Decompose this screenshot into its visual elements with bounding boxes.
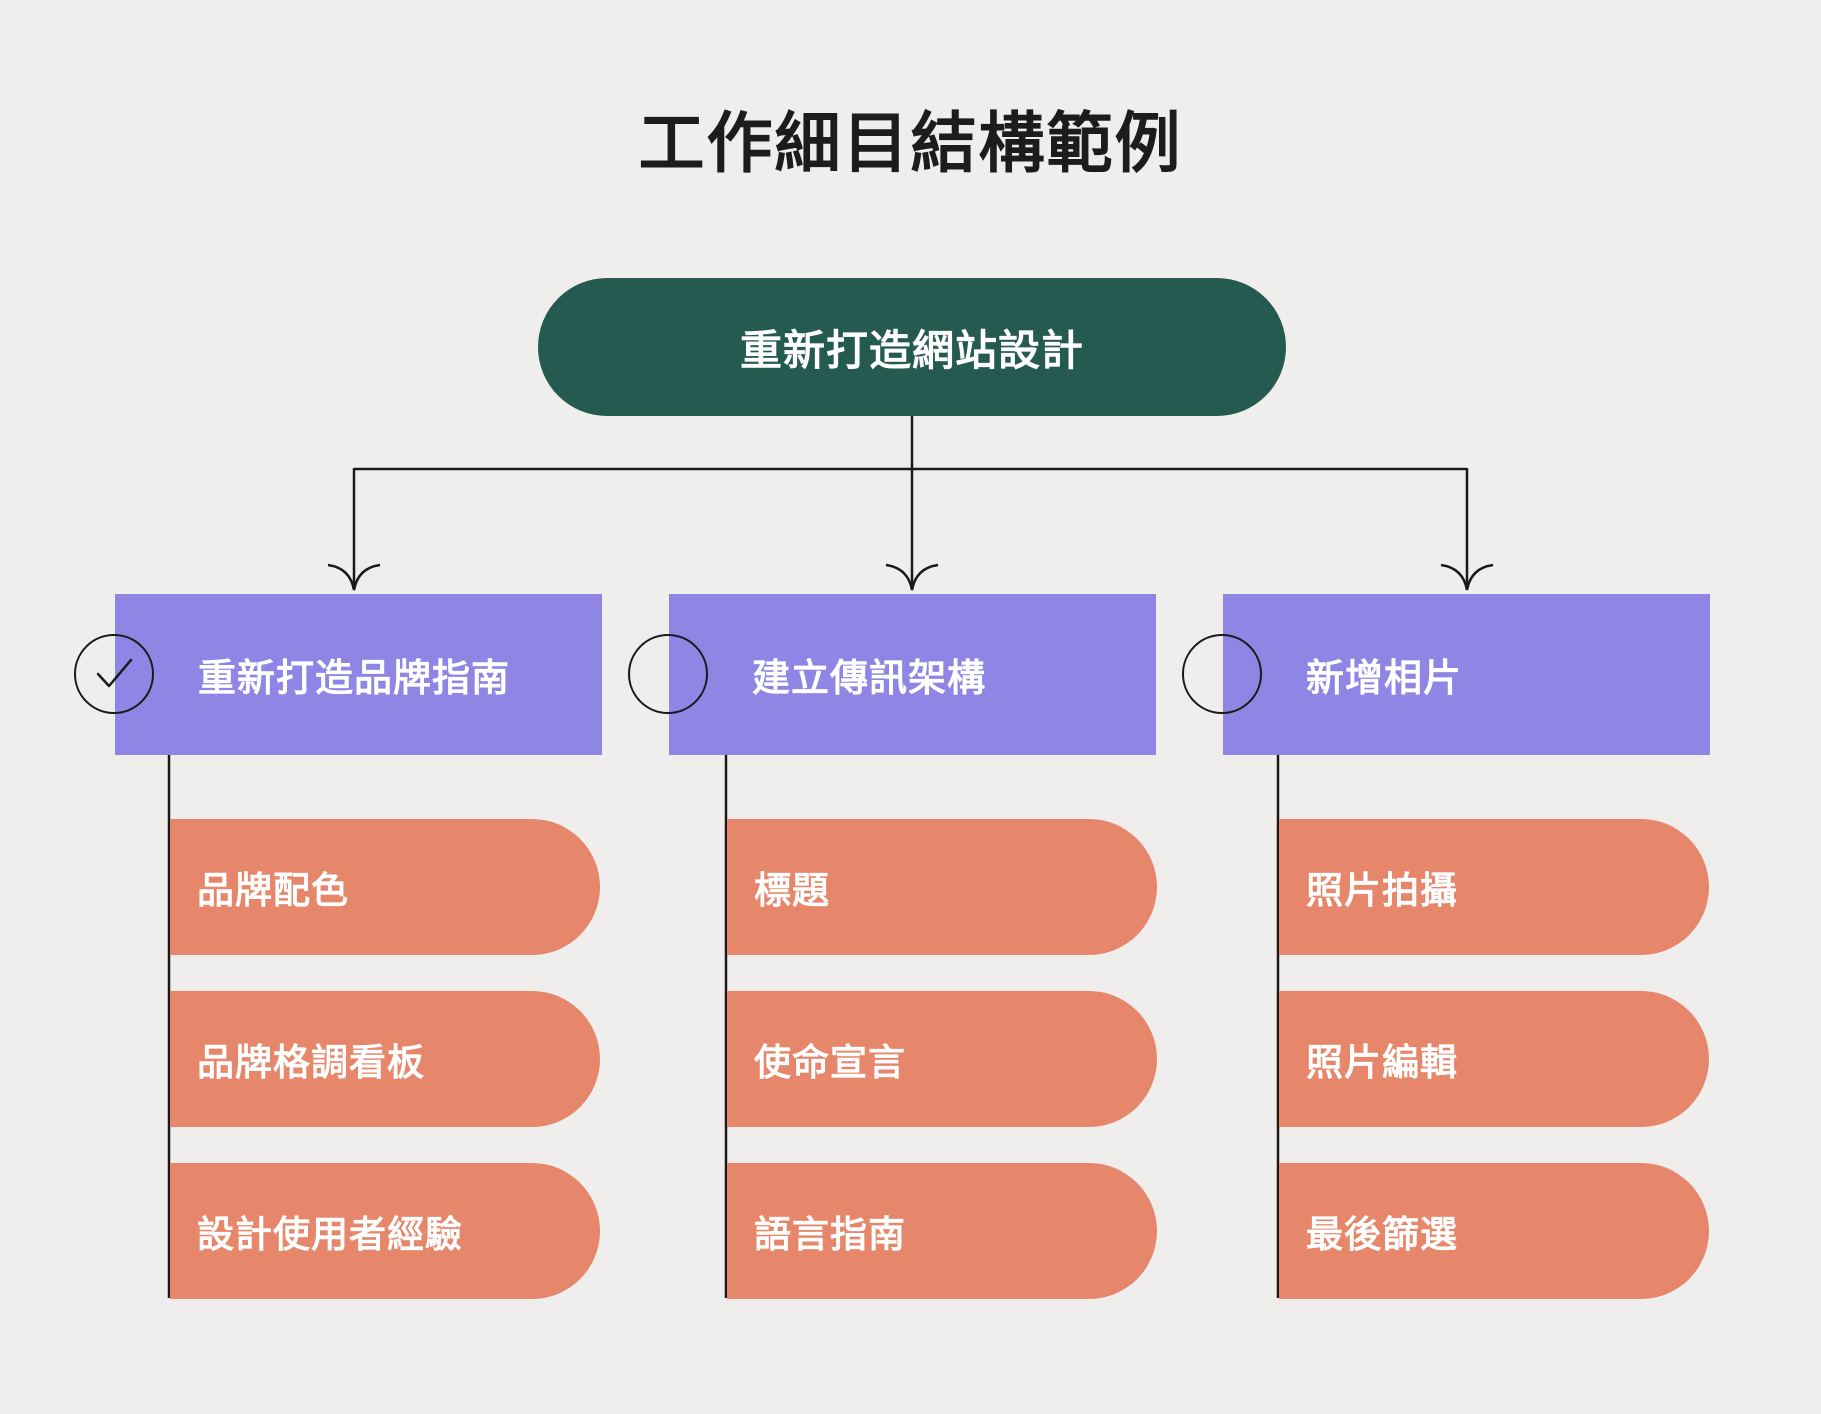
- root-label: 重新打造網站設計: [739, 325, 1084, 375]
- task-label: 設計使用者經驗: [197, 1213, 463, 1256]
- task-label: 照片編輯: [1306, 1041, 1458, 1084]
- category-node-photos[interactable]: 新增相片: [1223, 594, 1710, 755]
- task-label: 品牌格調看板: [197, 1041, 425, 1084]
- category-label: 建立傳訊架構: [752, 656, 987, 700]
- root-node[interactable]: 重新打造網站設計: [538, 278, 1286, 416]
- task-node[interactable]: 最後篩選: [1279, 1163, 1709, 1299]
- task-node[interactable]: 標題: [727, 819, 1157, 955]
- task-node[interactable]: 品牌格調看板: [170, 991, 600, 1127]
- task-node[interactable]: 照片編輯: [1279, 991, 1709, 1127]
- task-label: 標題: [754, 869, 830, 912]
- empty-circle-icon[interactable]: [628, 634, 708, 714]
- task-label: 使命宣言: [754, 1041, 906, 1084]
- task-node[interactable]: 設計使用者經驗: [170, 1163, 600, 1299]
- task-node[interactable]: 照片拍攝: [1279, 819, 1709, 955]
- task-node[interactable]: 品牌配色: [170, 819, 600, 955]
- category-label: 重新打造品牌指南: [198, 656, 511, 700]
- empty-circle-icon[interactable]: [1182, 634, 1262, 714]
- task-label: 品牌配色: [197, 869, 349, 912]
- task-node[interactable]: 語言指南: [727, 1163, 1157, 1299]
- task-node[interactable]: 使命宣言: [727, 991, 1157, 1127]
- diagram-title: 工作細目結構範例: [638, 105, 1183, 182]
- task-label: 照片拍攝: [1306, 869, 1458, 912]
- category-label: 新增相片: [1306, 656, 1463, 700]
- check-circle-icon[interactable]: [74, 634, 154, 714]
- category-node-brand-guide[interactable]: 重新打造品牌指南: [115, 594, 602, 755]
- task-label: 語言指南: [754, 1213, 906, 1256]
- category-node-messaging[interactable]: 建立傳訊架構: [669, 594, 1156, 755]
- task-label: 最後篩選: [1306, 1213, 1458, 1256]
